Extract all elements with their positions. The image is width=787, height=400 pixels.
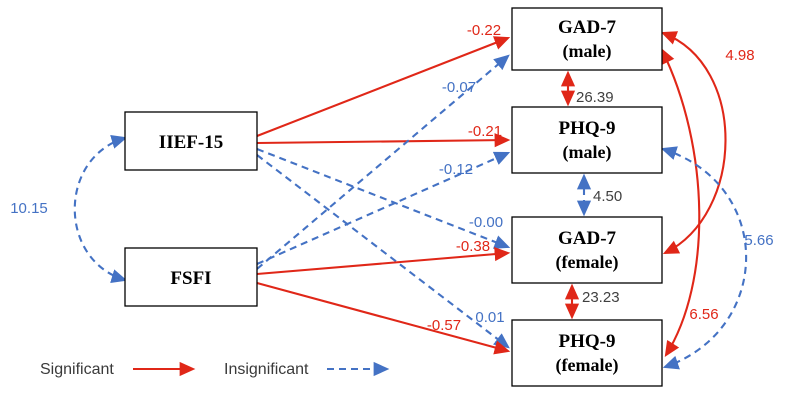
cov-phq-male-gad-female: 4.50	[593, 188, 622, 205]
node-phq-female-box	[511, 319, 663, 387]
node-phq-male-box	[511, 106, 663, 174]
cov-gad-male-gad-female: 4.98	[725, 47, 754, 64]
path-arrow-iief-to-gad-female	[256, 148, 511, 249]
covariance-arrow-gad-male-phq-female	[660, 47, 701, 357]
node-phq-male-line1: PHQ-9	[559, 118, 616, 139]
node-gad-female-line2: (female)	[556, 252, 619, 273]
path-arrow-iief-to-phq-male	[256, 133, 511, 148]
path-arrow-iief-to-phq-female	[256, 154, 510, 349]
covariance-arrow-phq-male-phq-female	[660, 146, 748, 370]
node-fsfi: FSFI	[124, 247, 258, 307]
node-iief-label: IIEF-15	[159, 132, 223, 153]
path-arrow-fsfi-to-gad-male	[256, 54, 510, 270]
cov-phq-male-phq-female: 5.66	[744, 232, 773, 249]
node-fsfi-box	[124, 247, 258, 307]
cov-iief-fsfi: 10.15	[10, 200, 48, 217]
path-arrow-iief-to-gad-male	[256, 36, 511, 137]
node-gad-female-box	[511, 216, 663, 284]
coef-fsfi-phq-male: -0.12	[439, 161, 473, 178]
coef-fsfi-gad-female: -0.38	[456, 238, 490, 255]
cov-gad-male-phq-female: 6.56	[689, 306, 718, 323]
node-gad-female: GAD-7 (female)	[511, 216, 663, 284]
node-gad-male-line2: (male)	[563, 41, 612, 62]
legend-insignificant-label: Insignificant	[224, 361, 309, 378]
node-gad-female-line1: GAD-7	[558, 228, 617, 249]
path-arrow-fsfi-to-gad-female	[256, 247, 511, 276]
covariance-arrow-iief-fsfi	[73, 135, 128, 283]
node-iief: IIEF-15	[124, 111, 258, 171]
coef-iief-gad-male: -0.22	[467, 22, 501, 39]
coef-iief-gad-female: -0.00	[469, 214, 503, 231]
legend-significant-label: Significant	[40, 361, 114, 378]
coef-fsfi-phq-female: -0.57	[427, 317, 461, 334]
node-gad-male: GAD-7 (male)	[511, 7, 663, 71]
node-iief-box	[124, 111, 258, 171]
path-arrow-fsfi-to-phq-male	[256, 151, 511, 265]
coef-iief-phq-female: 0.01	[475, 309, 504, 326]
node-gad-male-line1: GAD-7	[558, 17, 617, 38]
covariance-arrow-gad-male-gad-female	[660, 31, 727, 255]
node-gad-male-box	[511, 7, 663, 71]
node-phq-female: PHQ-9 (female)	[511, 319, 663, 387]
node-phq-male-line2: (male)	[563, 142, 612, 163]
legend: Significant Insignificant	[40, 361, 390, 378]
coef-iief-phq-male: -0.21	[468, 123, 502, 140]
cov-gad-female-phq-female: 23.23	[582, 289, 620, 306]
path-arrow-fsfi-to-phq-female	[256, 281, 511, 355]
coef-fsfi-gad-male: -0.07	[442, 79, 476, 96]
node-phq-male: PHQ-9 (male)	[511, 106, 663, 174]
node-phq-female-line2: (female)	[556, 355, 619, 376]
node-fsfi-label: FSFI	[170, 268, 211, 289]
cov-gad-male-phq-male: 26.39	[576, 89, 614, 106]
node-phq-female-line1: PHQ-9	[559, 331, 616, 352]
